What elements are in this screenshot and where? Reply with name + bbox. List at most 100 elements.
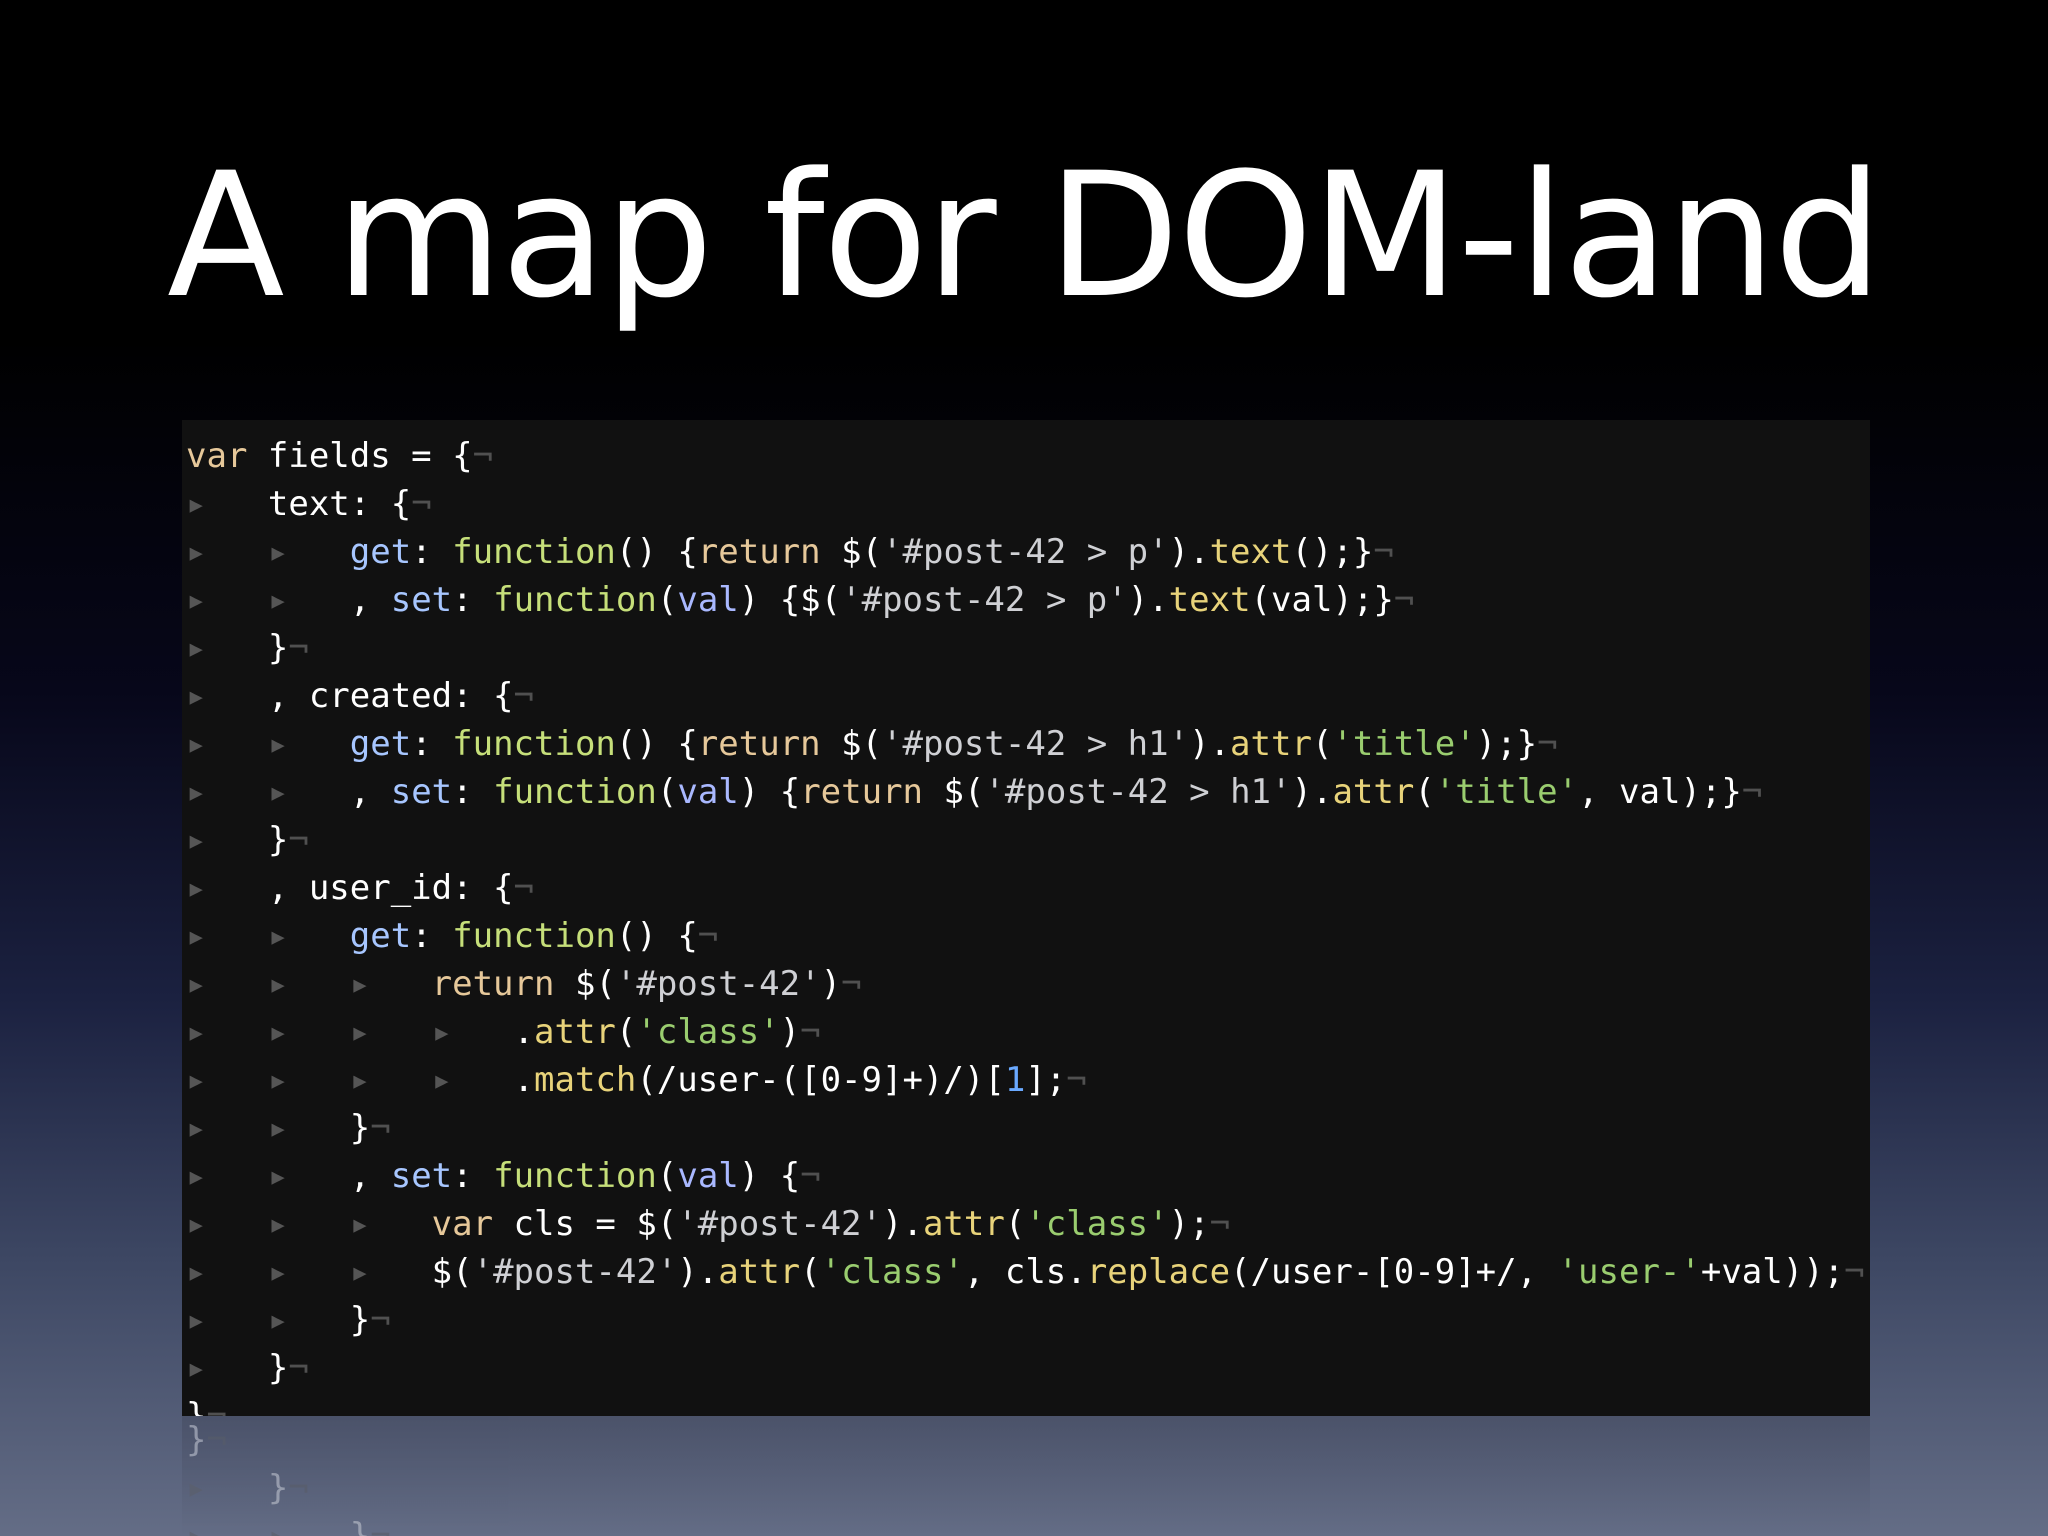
code-token: match <box>534 1060 637 1100</box>
line-end-marker: ¬ <box>288 1348 309 1388</box>
reflection-code-line: }¬ <box>186 1416 391 1464</box>
code-token: () { <box>615 532 698 572</box>
code-token: : <box>411 724 453 764</box>
code-line: ▸ ▸ }¬ <box>186 1104 1865 1152</box>
code-token: replace <box>1086 1252 1231 1292</box>
code-token: '#post-42' <box>677 1204 882 1244</box>
line-end-marker: ¬ <box>288 1468 309 1508</box>
indent-marker: ▸ ▸ <box>186 1156 350 1196</box>
code-token: 'class' <box>820 1252 964 1292</box>
code-token: function <box>452 532 616 572</box>
line-end-marker: ¬ <box>841 964 862 1004</box>
code-token: : <box>452 772 494 812</box>
code-line: ▸ ▸ get: function() {return $('#post-42 … <box>186 528 1865 576</box>
code-token: ( <box>615 1012 637 1052</box>
code-token: 'class' <box>1025 1204 1169 1244</box>
code-token: ( <box>1311 724 1333 764</box>
indent-marker: ▸ ▸ ▸ <box>186 1204 432 1244</box>
code-token: val <box>677 580 739 620</box>
code-token: $( <box>820 532 883 572</box>
indent-marker: ▸ ▸ <box>186 772 350 812</box>
code-token: get <box>349 724 412 764</box>
code-token: attr <box>718 1252 801 1292</box>
code-token: text <box>1168 580 1251 620</box>
line-end-marker: ¬ <box>206 1420 227 1460</box>
code-token: , val);} <box>1578 772 1742 812</box>
indent-marker: ▸ <box>186 1468 268 1508</box>
code-token: return <box>697 532 821 572</box>
code-token: function <box>452 916 616 956</box>
line-end-marker: ¬ <box>513 868 535 908</box>
indent-marker: ▸ <box>186 820 268 860</box>
slide-title: A map for DOM-land <box>167 135 1883 336</box>
code-token: val <box>677 1156 739 1196</box>
code-token: : <box>452 580 494 620</box>
code-token: , <box>349 580 391 620</box>
code-token: 'user-' <box>1557 1252 1701 1292</box>
indent-marker: ▸ ▸ <box>186 1516 350 1536</box>
code-token: attr <box>534 1012 616 1052</box>
code-token: $( <box>431 1252 473 1292</box>
code-line: ▸ ▸ , set: function(val) {¬ <box>186 1152 1865 1200</box>
code-token: ( <box>1414 772 1435 812</box>
code-token: ). <box>1168 532 1210 572</box>
code-token: } <box>186 1420 207 1460</box>
indent-marker: ▸ <box>186 1348 268 1388</box>
reflection-code-block: }¬▸ }¬▸ ▸ }¬ <box>186 1416 391 1536</box>
code-token: return <box>800 772 924 812</box>
indent-marker: ▸ ▸ ▸ <box>186 964 432 1004</box>
code-line: ▸ }¬ <box>186 624 1865 672</box>
indent-marker: ▸ <box>186 628 268 668</box>
code-token: ). <box>677 1252 719 1292</box>
code-token: (/user-([0-9]+)/)[ <box>636 1060 1005 1100</box>
indent-marker: ▸ ▸ ▸ ▸ <box>186 1012 514 1052</box>
code-token: , <box>349 772 391 812</box>
code-token: () { <box>615 916 698 956</box>
code-line: ▸ , user_id: {¬ <box>186 864 1865 912</box>
line-end-marker: ¬ <box>288 820 309 860</box>
code-token: ). <box>1291 772 1333 812</box>
code-block: var fields = {¬▸ text: {¬▸ ▸ get: functi… <box>186 432 1865 1416</box>
code-token: 'title' <box>1332 724 1476 764</box>
code-token: $( <box>923 772 985 812</box>
code-token: } <box>267 820 289 860</box>
code-token: ) <box>820 964 842 1004</box>
code-token: '#post-42' <box>472 1252 678 1292</box>
code-token: (val);} <box>1250 580 1394 620</box>
code-token: , user_id: { <box>267 868 514 908</box>
code-token: return <box>697 724 821 764</box>
code-token: ]; <box>1025 1060 1067 1100</box>
code-token: );} <box>1475 724 1538 764</box>
code-line: ▸ ▸ }¬ <box>186 1296 1865 1344</box>
code-token: ( <box>1004 1204 1026 1244</box>
line-end-marker: ¬ <box>206 1396 227 1416</box>
code-token: '#post-42 > p' <box>882 532 1169 572</box>
code-token: . <box>513 1012 534 1052</box>
code-token: $( <box>554 964 616 1004</box>
code-line: ▸ ▸ get: function() {return $('#post-42 … <box>186 720 1865 768</box>
code-token: : <box>452 1156 494 1196</box>
code-line: ▸ }¬ <box>186 816 1865 864</box>
code-token: 'title' <box>1434 772 1579 812</box>
line-end-marker: ¬ <box>411 484 432 524</box>
indent-marker: ▸ ▸ <box>186 1300 350 1340</box>
code-token: '#post-42 > h1' <box>984 772 1292 812</box>
code-reflection: }¬▸ }¬▸ ▸ }¬ <box>182 1416 1870 1536</box>
code-token: ( <box>656 580 678 620</box>
line-end-marker: ¬ <box>370 1108 391 1148</box>
line-end-marker: ¬ <box>1373 532 1394 572</box>
line-end-marker: ¬ <box>1393 580 1415 620</box>
code-token: ); <box>1168 1204 1210 1244</box>
code-token: ) { <box>738 772 801 812</box>
indent-marker: ▸ ▸ ▸ <box>186 1252 432 1292</box>
code-line: ▸ ▸ , set: function(val) {$('#post-42 > … <box>186 576 1865 624</box>
code-token: ). <box>1127 580 1169 620</box>
code-token: } <box>349 1108 371 1148</box>
indent-marker: ▸ ▸ <box>186 724 350 764</box>
code-token: set <box>390 1156 453 1196</box>
code-token: function <box>493 1156 657 1196</box>
code-token: 1 <box>1004 1060 1026 1100</box>
code-token: ( <box>800 1252 821 1292</box>
code-line: ▸ , created: {¬ <box>186 672 1865 720</box>
line-end-marker: ¬ <box>800 1012 821 1052</box>
